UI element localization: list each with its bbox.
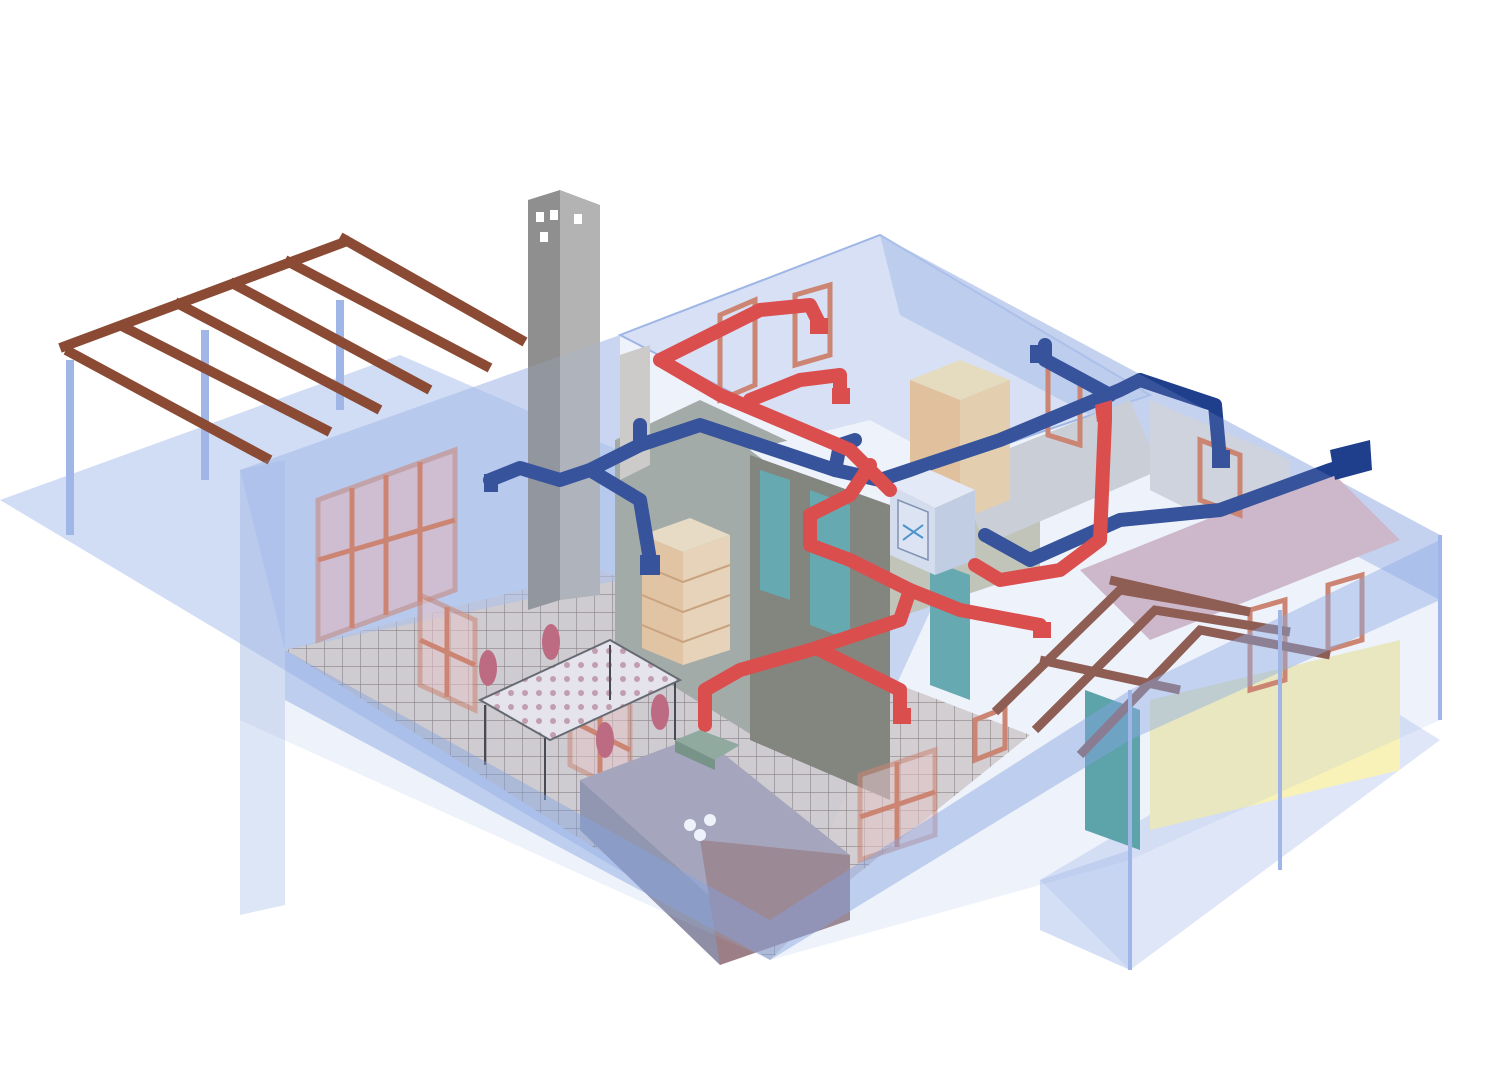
- windows: [315, 281, 1365, 864]
- supply-duct: [653, 298, 1112, 732]
- dining-table: [477, 638, 683, 800]
- pergola: [58, 232, 528, 535]
- extract-terminals: [484, 345, 1372, 575]
- roof-trusses: [991, 575, 1331, 759]
- glass-walls: [240, 235, 1442, 970]
- doors: [760, 470, 1140, 850]
- dining-chairs: [479, 624, 669, 758]
- heat-recovery-unit: [890, 470, 975, 575]
- extract-duct: [483, 338, 1367, 567]
- kitchen-counter: [580, 735, 850, 965]
- supply-terminals: [810, 318, 1112, 724]
- air-inlet-hood: [675, 730, 740, 770]
- chimney: [528, 190, 600, 610]
